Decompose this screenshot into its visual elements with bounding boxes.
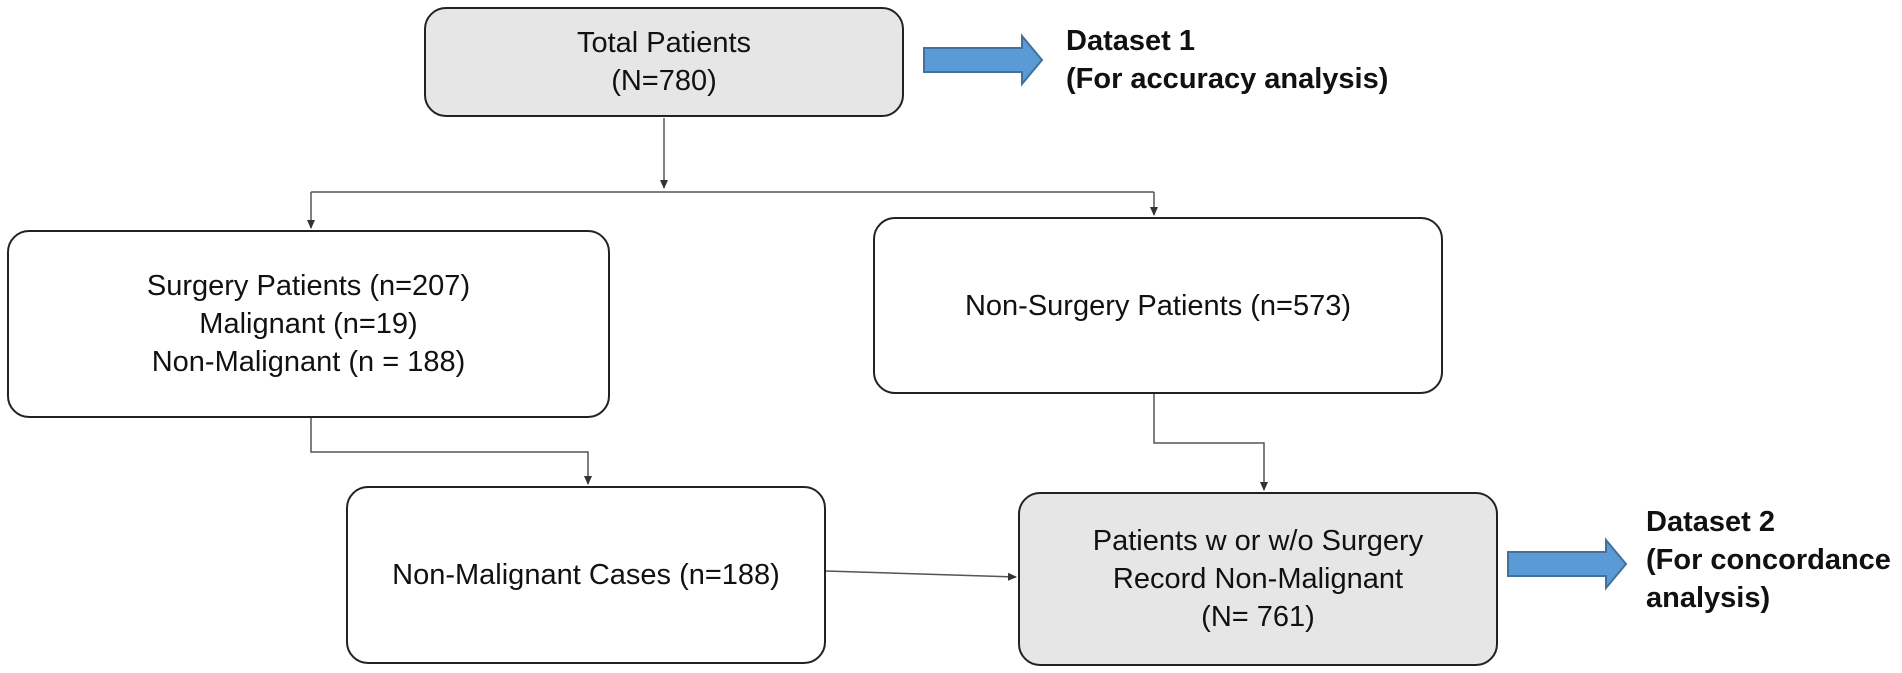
combined-patients-box: Patients w or w/o Surgery Record Non-Mal… <box>1018 492 1498 666</box>
connector-non-surgery-to-combined <box>1153 394 1268 491</box>
dataset2-subtitle-line-2: analysis) <box>1646 582 1771 614</box>
surgery-patients-line-2: Malignant (n=19) <box>199 308 418 340</box>
combined-patients-line-2: Record Non-Malignant <box>1112 563 1404 595</box>
non-malignant-cases-box: Non-Malignant Cases (n=188) <box>346 486 826 664</box>
connector-surgery-to-non-malignant <box>310 418 592 485</box>
non-surgery-patients-box: Non-Surgery Patients (n=573) <box>873 217 1443 394</box>
dataset1-arrow <box>923 33 1044 87</box>
total-patients-line-2: (N=780) <box>611 65 717 97</box>
dataset2-subtitle-line-1: (For concordance <box>1646 544 1891 576</box>
total-patients-line-1: Total Patients <box>576 27 752 59</box>
dataset1-label: Dataset 1 (For accuracy analysis) <box>1066 22 1388 98</box>
dataset1-title: Dataset 1 <box>1066 25 1195 57</box>
dataset2-label: Dataset 2 (For concordance analysis) <box>1646 503 1891 617</box>
connector-non-malignant-to-combined <box>825 570 1017 581</box>
dataset2-arrow <box>1507 537 1628 591</box>
surgery-patients-line-3: Non-Malignant (n = 188) <box>151 346 466 378</box>
combined-patients-line-1: Patients w or w/o Surgery <box>1092 525 1424 557</box>
surgery-patients-line-1: Surgery Patients (n=207) <box>146 270 471 302</box>
total-patients-box: Total Patients (N=780) <box>424 7 904 117</box>
dataset1-subtitle: (For accuracy analysis) <box>1066 63 1389 95</box>
surgery-patients-box: Surgery Patients (n=207) Malignant (n=19… <box>7 230 610 418</box>
non-malignant-cases-line-1: Non-Malignant Cases (n=188) <box>392 559 780 591</box>
combined-patients-line-3: (N= 761) <box>1201 601 1315 633</box>
dataset2-title: Dataset 2 <box>1646 506 1775 538</box>
non-surgery-patients-line-1: Non-Surgery Patients (n=573) <box>964 289 1352 322</box>
